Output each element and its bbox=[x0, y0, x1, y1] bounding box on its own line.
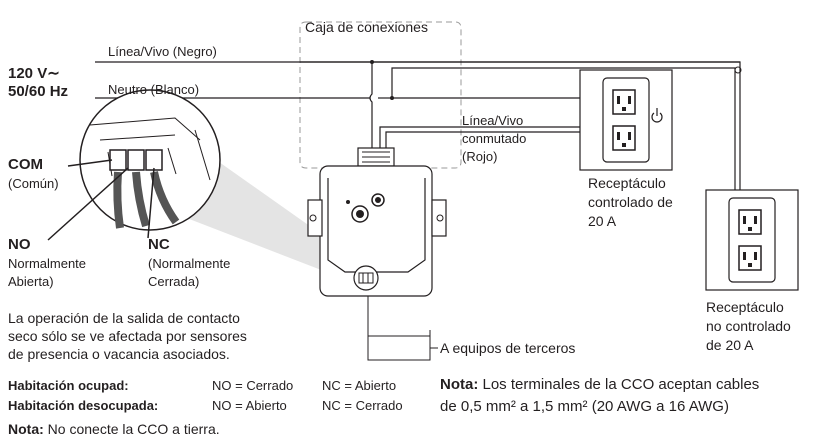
note-terminals-label: Nota: bbox=[440, 376, 479, 393]
junction-box-outline bbox=[299, 21, 462, 169]
neutral-wire-label: Neutro (Blanco) bbox=[108, 82, 200, 97]
no-title: NO bbox=[8, 236, 31, 253]
controlled-receptacle-label-2: controlado de bbox=[588, 194, 673, 210]
voltage-label: 120 V∼ bbox=[8, 65, 60, 82]
note-ground-label: Nota: bbox=[8, 421, 44, 437]
description-line-3: de presencia o vacancia asociados. bbox=[8, 346, 230, 362]
note-ground: Nota: No conecte la CCO a tierra. bbox=[8, 421, 220, 437]
description-line-2: seco sólo se ve afectada por sensores bbox=[8, 328, 247, 344]
uncontrolled-receptacle-label-2: no controlado bbox=[706, 318, 791, 334]
state-no-vacant: NO = Abierto bbox=[212, 398, 287, 413]
switched-label-2: conmutado bbox=[462, 131, 527, 146]
no-desc-1: Normalmente bbox=[8, 256, 87, 271]
controlled-receptacle bbox=[579, 69, 673, 171]
switched-wire bbox=[379, 126, 580, 150]
note-terminals-1: Nota: Los terminales de la CCO aceptan c… bbox=[440, 377, 759, 393]
terminal-zoom bbox=[79, 89, 221, 231]
uncontrolled-receptacle-label-3: de 20 A bbox=[706, 337, 754, 353]
uncontrolled-receptacle bbox=[705, 189, 799, 291]
junction-box-label: Caja de conexiones bbox=[305, 19, 428, 35]
line-wire-label: Línea/Vivo (Negro) bbox=[108, 44, 217, 59]
description-line-1: La operación de la salida de contacto bbox=[8, 310, 240, 326]
cco-device bbox=[307, 147, 447, 297]
note-terminals-2: de 0,5 mm² a 1,5 mm² (20 AWG a 16 AWG) bbox=[440, 398, 729, 415]
com-title: COM bbox=[8, 156, 43, 173]
frequency-label: 50/60 Hz bbox=[8, 83, 69, 100]
com-desc: (Común) bbox=[8, 176, 59, 191]
controlled-receptacle-label-1: Receptáculo bbox=[588, 175, 666, 191]
third-party-label: A equipos de terceros bbox=[440, 340, 576, 356]
uncontrolled-receptacle-label-1: Receptáculo bbox=[706, 299, 784, 315]
state-no-occupied: NO = Cerrado bbox=[212, 378, 294, 393]
nc-title: NC bbox=[148, 236, 170, 253]
no-desc-2: Abierta) bbox=[8, 274, 54, 289]
note-terminals-text-1: Los terminales de la CCO aceptan cables bbox=[478, 376, 760, 393]
switched-label-3: (Rojo) bbox=[462, 149, 498, 164]
nc-desc-1: (Normalmente bbox=[148, 256, 231, 271]
switched-label-1: Línea/Vivo bbox=[462, 113, 524, 128]
state-nc-occupied: NC = Abierto bbox=[322, 378, 397, 393]
state-nc-vacant: NC = Cerrado bbox=[322, 398, 403, 413]
nc-desc-2: Cerrada) bbox=[148, 274, 200, 289]
power-icon bbox=[651, 112, 663, 123]
note-ground-text: No conecte la CCO a tierra. bbox=[43, 421, 220, 437]
controlled-receptacle-label-3: 20 A bbox=[588, 213, 617, 229]
state-room-vacant: Habitación desocupada: bbox=[8, 398, 159, 413]
state-room-occupied: Habitación ocupad: bbox=[8, 378, 129, 393]
